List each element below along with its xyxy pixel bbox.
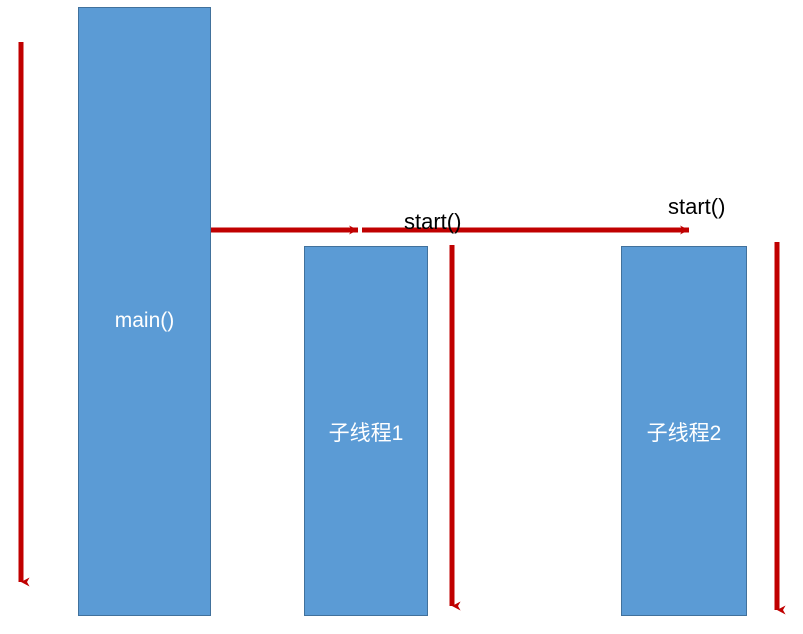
start-call-label-1: start() [404, 209, 462, 234]
lifeline-bar-child-thread-1-label: 子线程1 [328, 422, 404, 445]
start-call-label-2: start() [668, 194, 726, 219]
lifeline-bar-main-label: main() [114, 309, 175, 332]
lifeline-bar-child-thread-2: 子线程2 [621, 246, 747, 616]
lifeline-bar-child-thread-2-label: 子线程2 [646, 422, 722, 445]
lifeline-bar-main: main() [78, 7, 211, 616]
lifeline-bar-child-thread-1: 子线程1 [304, 246, 428, 616]
